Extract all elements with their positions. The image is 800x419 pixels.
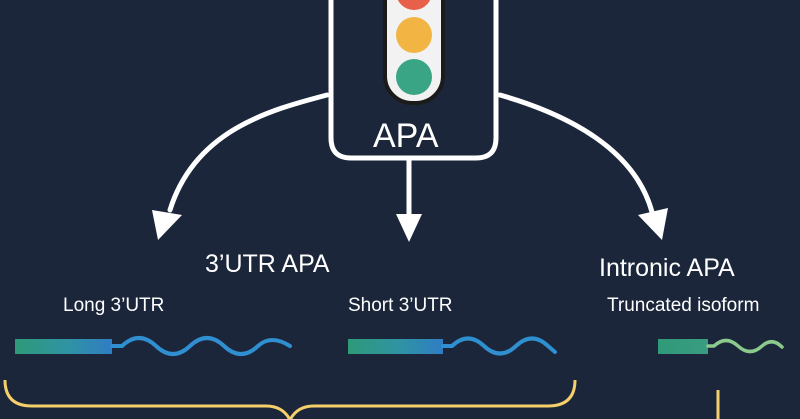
arrow-head-left bbox=[152, 210, 182, 240]
arrow-to-intronic bbox=[497, 92, 655, 215]
traffic-light-green bbox=[396, 59, 432, 95]
short-utr-wave bbox=[441, 336, 557, 356]
traffic-light-yellow bbox=[396, 17, 432, 53]
traffic-light-red bbox=[397, 0, 431, 10]
arrow-to-utr-long bbox=[167, 92, 330, 213]
arrow-head-center bbox=[396, 214, 422, 242]
truncated-cds bbox=[658, 339, 708, 354]
truncated-wave bbox=[706, 338, 784, 354]
short-utr-label: Short 3’UTR bbox=[348, 295, 453, 316]
long-utr-wave bbox=[110, 336, 292, 356]
long-utr-cds bbox=[15, 339, 112, 354]
arrow-head-right bbox=[638, 208, 668, 240]
utr-bracket bbox=[3, 379, 577, 419]
short-utr-cds bbox=[348, 339, 443, 354]
truncated-isoform-label: Truncated isoform bbox=[607, 295, 760, 316]
apa-box-outline bbox=[328, 0, 499, 161]
utr-apa-label: 3’UTR APA bbox=[205, 250, 330, 278]
intronic-apa-label: Intronic APA bbox=[599, 254, 735, 282]
apa-label: APA bbox=[373, 117, 439, 155]
long-utr-label: Long 3’UTR bbox=[63, 295, 165, 316]
